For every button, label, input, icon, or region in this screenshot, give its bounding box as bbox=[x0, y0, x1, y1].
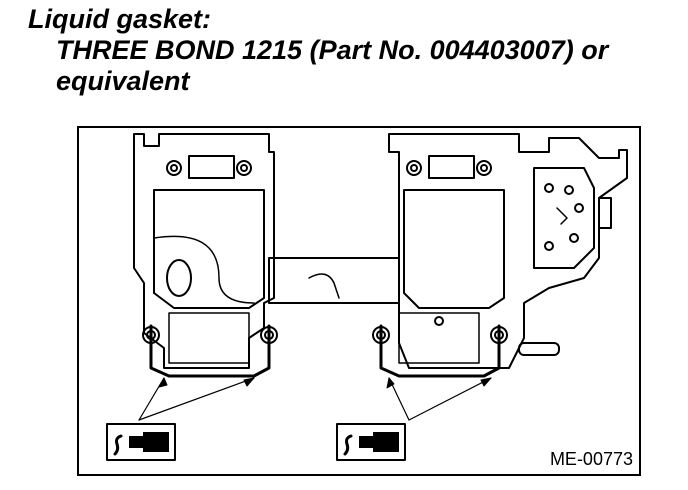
leader-line bbox=[138, 377, 255, 421]
caption-product: THREE BOND 1215 (Part No. 004403007) or bbox=[56, 35, 609, 65]
figure-id: ME-00773 bbox=[549, 449, 633, 469]
leader-arrowhead bbox=[158, 377, 168, 388]
bolt-hole bbox=[236, 160, 252, 176]
right-port bbox=[403, 189, 505, 309]
bracket-hole bbox=[574, 203, 584, 213]
center-bridge-detail bbox=[308, 273, 340, 299]
bracket-hole bbox=[544, 241, 554, 251]
liquid-gasket-tube-icon bbox=[336, 423, 406, 461]
bracket-hole bbox=[564, 185, 574, 195]
bolt-hole bbox=[480, 164, 488, 172]
pin-mark bbox=[434, 316, 444, 326]
caption-label: Liquid gasket: bbox=[28, 4, 212, 34]
center-bridge bbox=[268, 257, 400, 304]
gasket-bolt-hole bbox=[260, 326, 278, 344]
gasket-bolt-hole bbox=[494, 330, 504, 340]
gasket-bolt-hole bbox=[146, 330, 156, 340]
caption-product-cont: equivalent bbox=[56, 66, 190, 96]
liquid-gasket-tube-icon bbox=[106, 423, 176, 461]
bracket-hole bbox=[569, 233, 579, 243]
gasket-bolt-hole bbox=[142, 326, 160, 344]
leader-arrowhead bbox=[386, 377, 395, 389]
gasket-bolt-hole bbox=[490, 326, 508, 344]
bracket-mark bbox=[556, 207, 568, 225]
diagram-frame: ME-00773 bbox=[77, 126, 641, 476]
bolt-hole bbox=[166, 160, 182, 176]
bolt-hole bbox=[170, 164, 178, 172]
left-gasket-bead bbox=[149, 324, 271, 378]
right-port-top bbox=[428, 155, 475, 179]
bolt-hole bbox=[476, 160, 492, 176]
leader-line bbox=[408, 377, 492, 421]
bolt-hole bbox=[410, 164, 418, 172]
left-outlet bbox=[168, 312, 250, 364]
leader-arrowhead bbox=[480, 377, 492, 387]
left-port-contour bbox=[153, 235, 255, 304]
gasket-bolt-hole bbox=[264, 330, 274, 340]
leader-arrowhead bbox=[243, 377, 255, 387]
right-gasket-bead bbox=[379, 324, 501, 378]
engine-housing-illustration bbox=[106, 133, 628, 461]
instruction-caption: Liquid gasket: THREE BOND 1215 (Part No.… bbox=[28, 4, 608, 97]
bolt-hole bbox=[240, 164, 248, 172]
right-outlet bbox=[398, 312, 480, 364]
left-port bbox=[153, 189, 265, 309]
side-tab bbox=[598, 197, 612, 229]
gasket-bolt-hole bbox=[372, 326, 390, 344]
left-port-recess bbox=[166, 259, 192, 297]
gasket-bolt-hole bbox=[376, 330, 386, 340]
bracket-hole bbox=[544, 183, 554, 193]
bolt-hole bbox=[406, 160, 422, 176]
side-bracket bbox=[533, 167, 595, 269]
left-port-top bbox=[188, 155, 235, 179]
side-pipe bbox=[518, 342, 560, 356]
